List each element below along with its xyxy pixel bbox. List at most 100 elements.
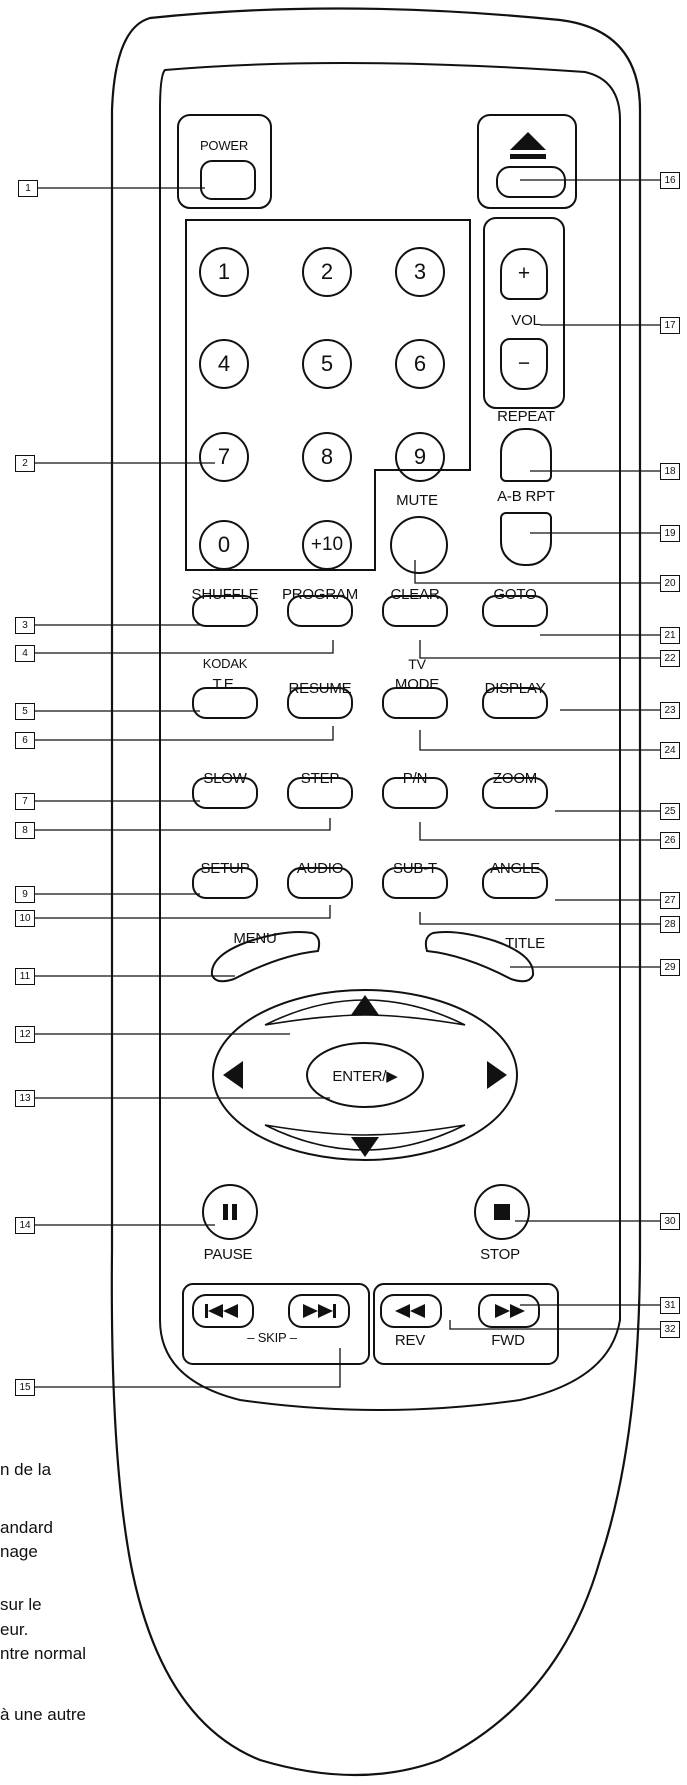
ab-rpt-label: A-B RPT — [497, 488, 555, 505]
callout-21: 21 — [660, 627, 680, 644]
enter-label[interactable]: ENTER/▶ — [332, 1068, 398, 1085]
callout-14: 14 — [15, 1217, 35, 1234]
callout-22: 22 — [660, 650, 680, 667]
callout-9: 9 — [15, 886, 35, 903]
kodak-label: KODAK — [202, 656, 248, 671]
leader-line-28 — [419, 912, 660, 925]
leader-line-22 — [419, 640, 660, 659]
goto-label: GOTO — [493, 586, 537, 603]
callout-12: 12 — [15, 1026, 35, 1043]
shuffle-label: SHUFFLE — [191, 586, 259, 603]
digit-4-button[interactable]: 4 — [199, 339, 249, 389]
shuffle-button[interactable] — [192, 595, 258, 627]
kodak-te-button[interactable] — [192, 687, 258, 719]
callout-10: 10 — [15, 910, 35, 927]
tv-mode-button[interactable] — [382, 687, 448, 719]
digit-label: 0 — [217, 532, 231, 557]
digit-3-button[interactable]: 3 — [395, 247, 445, 297]
angle-button[interactable] — [482, 867, 548, 899]
subt-label: SUB-T — [392, 860, 438, 877]
side-text-line: n de la — [0, 1460, 52, 1479]
fwd-button[interactable] — [478, 1294, 540, 1328]
zoom-label: ZOOM — [492, 770, 538, 787]
setup-label: SETUP — [200, 860, 250, 877]
pn-button[interactable] — [382, 777, 448, 809]
tv-label: TV — [408, 656, 426, 672]
side-text-line: ntre normal — [0, 1644, 86, 1663]
fast-forward-icon — [495, 1304, 525, 1318]
pn-label: P/N — [402, 770, 428, 787]
goto-button[interactable] — [482, 595, 548, 627]
arrow-right-icon — [487, 1061, 507, 1089]
eject-button[interactable] — [496, 166, 566, 198]
mute-button[interactable] — [390, 516, 448, 574]
pause-label: PAUSE — [203, 1246, 253, 1263]
program-button[interactable] — [287, 595, 353, 627]
rev-button[interactable] — [380, 1294, 442, 1328]
digit-label: 7 — [217, 444, 231, 469]
zoom-button[interactable] — [482, 777, 548, 809]
stop-button[interactable] — [474, 1184, 530, 1240]
digit-label: 8 — [320, 444, 334, 469]
arrow-up-icon — [351, 995, 379, 1015]
clear-button[interactable] — [382, 595, 448, 627]
skip-back-button[interactable] — [192, 1294, 254, 1328]
callout-26: 26 — [660, 832, 680, 849]
digit-8-button[interactable]: 8 — [302, 432, 352, 482]
digit-7-button[interactable]: 7 — [199, 432, 249, 482]
repeat-button[interactable] — [500, 428, 552, 482]
callout-28: 28 — [660, 916, 680, 933]
fwd-label: FWD — [491, 1332, 525, 1349]
power-label: POWER — [199, 138, 249, 153]
clear-label: CLEAR — [390, 586, 440, 603]
callout-4: 4 — [15, 645, 35, 662]
digit-9-button[interactable]: 9 — [395, 432, 445, 482]
side-text-line: eur. — [0, 1620, 29, 1639]
ab-rpt-button[interactable] — [500, 512, 552, 566]
vol-up-button[interactable]: + — [500, 248, 548, 300]
callout-32: 32 — [660, 1321, 680, 1338]
slow-button[interactable] — [192, 777, 258, 809]
digit-plus10-button[interactable]: +10 — [302, 520, 352, 570]
digit-label: 1 — [217, 259, 231, 284]
repeat-label: REPEAT — [497, 408, 555, 425]
callout-18: 18 — [660, 463, 680, 480]
callout-13: 13 — [15, 1090, 35, 1107]
display-button[interactable] — [482, 687, 548, 719]
callout-30: 30 — [660, 1213, 680, 1230]
callout-11: 11 — [15, 968, 35, 985]
rewind-icon — [395, 1304, 425, 1318]
vol-minus-label: − — [517, 352, 531, 375]
callout-3: 3 — [15, 617, 35, 634]
step-button[interactable] — [287, 777, 353, 809]
dpad — [212, 989, 518, 1161]
audio-label: AUDIO — [296, 860, 344, 877]
digit-label: 9 — [413, 444, 427, 469]
title-label: TITLE — [505, 935, 545, 952]
digit-0-button[interactable]: 0 — [199, 520, 249, 570]
audio-button[interactable] — [287, 867, 353, 899]
leader-line-24 — [419, 730, 660, 751]
slow-label: SLOW — [203, 770, 247, 787]
callout-15: 15 — [15, 1379, 35, 1396]
digit-2-button[interactable]: 2 — [302, 247, 352, 297]
pause-button[interactable] — [202, 1184, 258, 1240]
subt-button[interactable] — [382, 867, 448, 899]
digit-1-button[interactable]: 1 — [199, 247, 249, 297]
vol-down-button[interactable]: − — [500, 338, 548, 390]
callout-8: 8 — [15, 822, 35, 839]
digit-label: 2 — [320, 259, 334, 284]
resume-button[interactable] — [287, 687, 353, 719]
menu-button[interactable] — [200, 925, 330, 985]
power-button[interactable] — [200, 160, 256, 200]
display-label: DISPLAY — [484, 680, 546, 697]
digit-6-button[interactable]: 6 — [395, 339, 445, 389]
digit-5-button[interactable]: 5 — [302, 339, 352, 389]
setup-button[interactable] — [192, 867, 258, 899]
callout-19: 19 — [660, 525, 680, 542]
skip-forward-button[interactable] — [288, 1294, 350, 1328]
title-button[interactable] — [415, 925, 545, 985]
